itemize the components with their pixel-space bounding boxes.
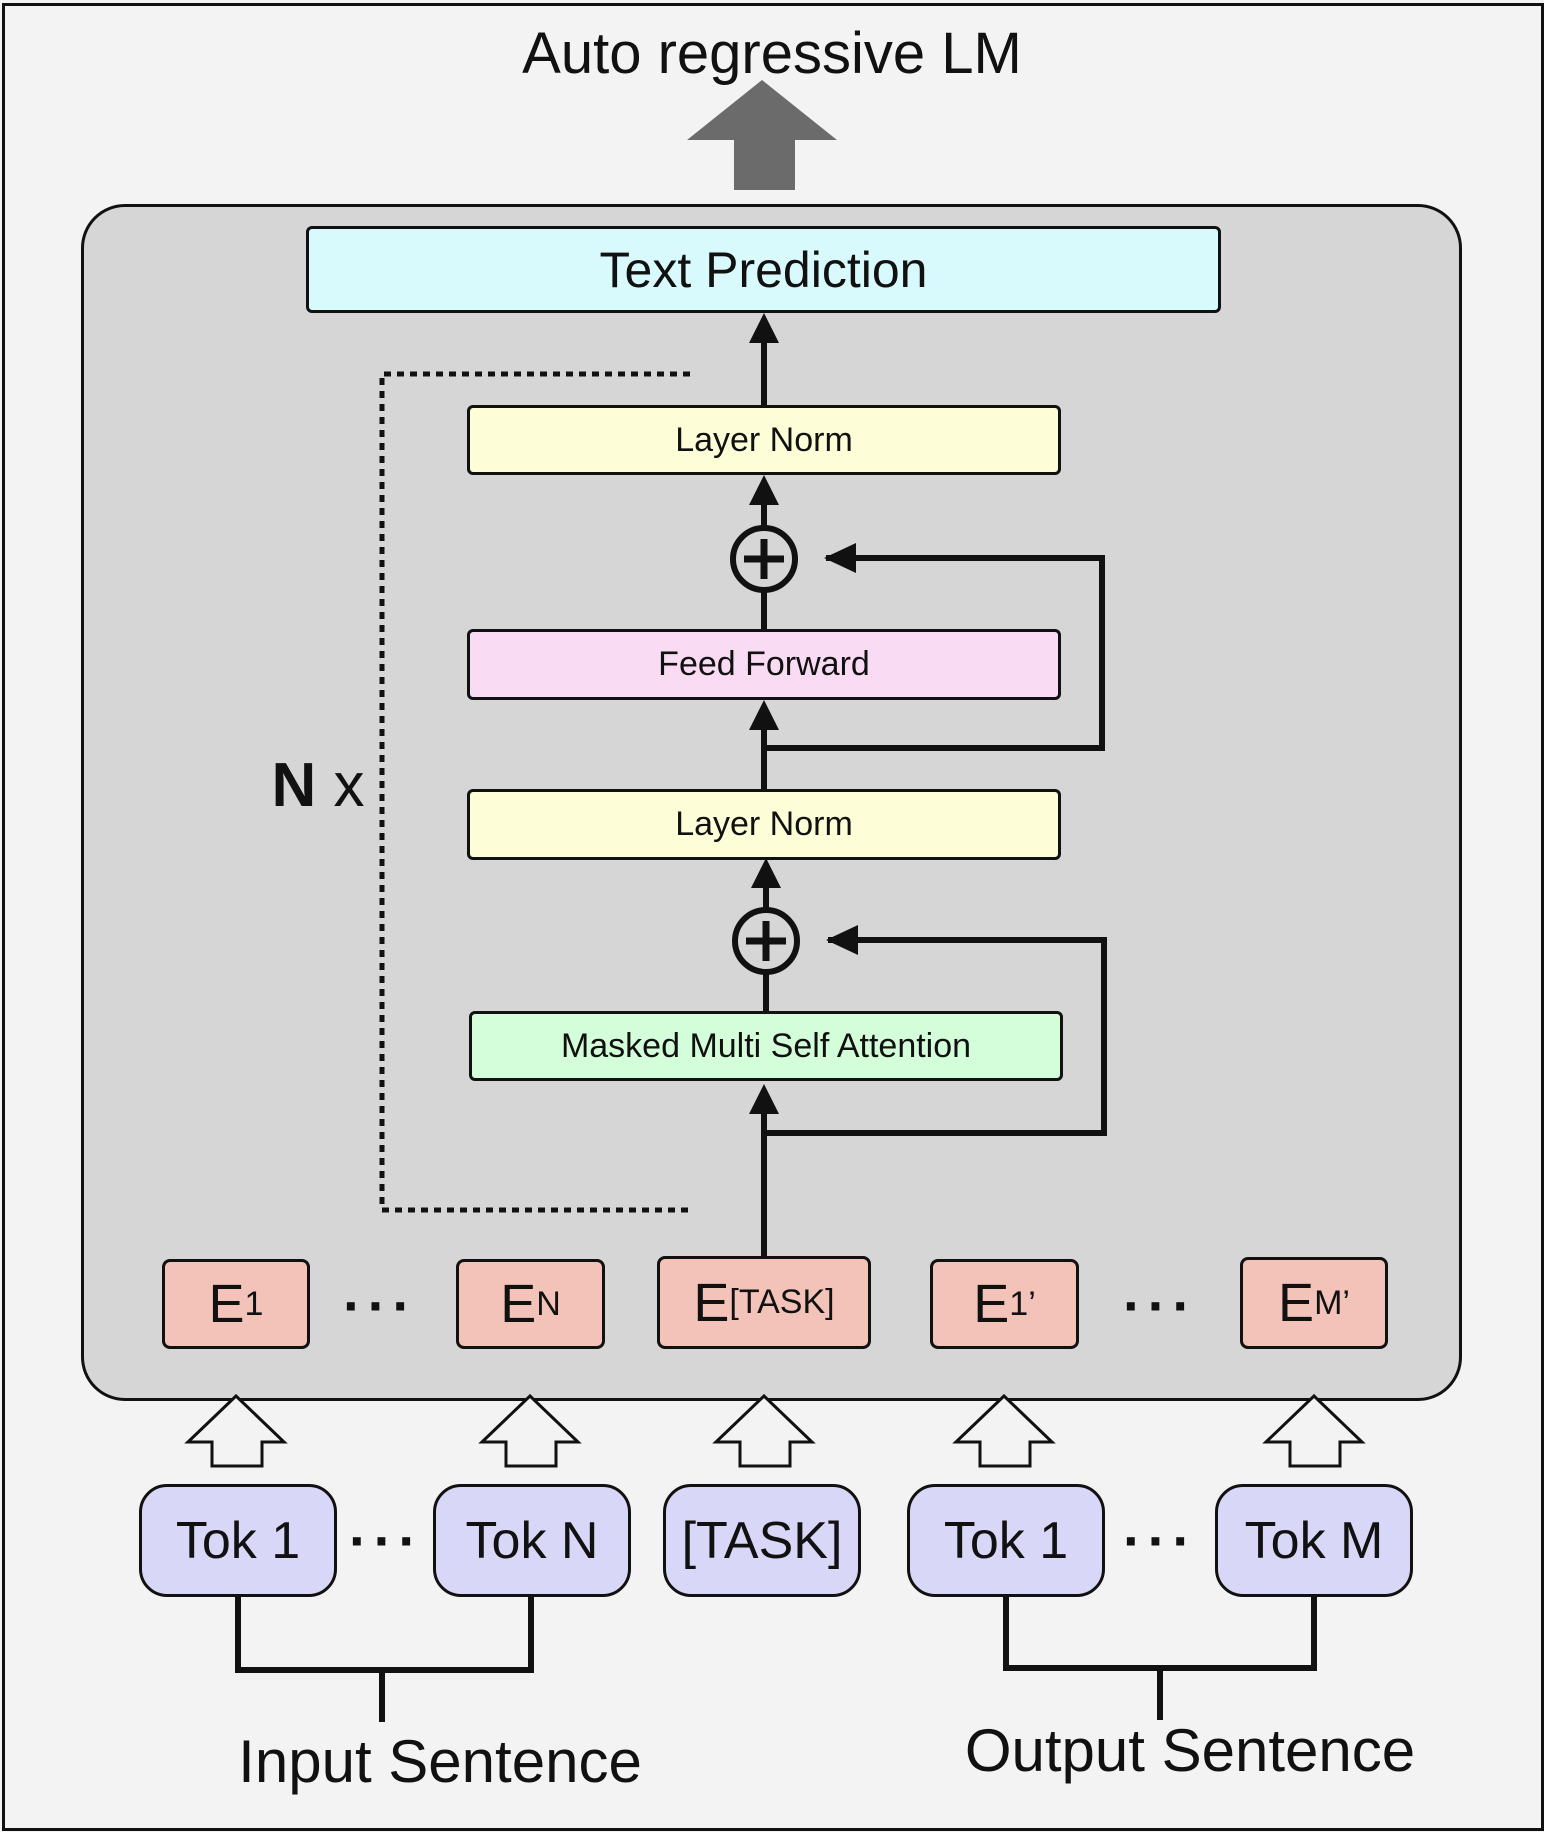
add-node-top-icon xyxy=(730,525,798,593)
output-sentence-label: Output Sentence xyxy=(964,1716,1416,1784)
layer-norm-bottom-block: Layer Norm xyxy=(467,789,1061,860)
token-arrow-3-icon xyxy=(712,1393,816,1468)
token-tok-1-output: Tok 1 xyxy=(907,1484,1105,1597)
token-ellipsis-input: ··· xyxy=(349,1508,423,1572)
token-tok-m: Tok M xyxy=(1215,1484,1413,1597)
layer-norm-top-block: Layer Norm xyxy=(467,405,1061,475)
output-sentence-bracket xyxy=(1003,1597,1317,1720)
diagram-title: Auto regressive LM xyxy=(522,20,1022,86)
token-arrow-5-icon xyxy=(1262,1393,1366,1468)
embedding-ellipsis-right: ··· xyxy=(1123,1273,1197,1337)
token-arrow-4-icon xyxy=(952,1393,1056,1468)
token-task: [TASK] xyxy=(663,1484,861,1597)
add-node-bottom-icon xyxy=(732,907,800,975)
repeat-times: x xyxy=(333,750,365,820)
masked-attention-block: Masked Multi Self Attention xyxy=(469,1011,1063,1081)
output-arrow-icon xyxy=(687,80,837,190)
embedding-task: E[TASK] xyxy=(657,1256,871,1349)
token-tok-n: Tok N xyxy=(433,1484,631,1597)
repeat-bracket xyxy=(379,371,690,1213)
input-sentence-bracket xyxy=(235,1597,534,1722)
token-arrow-1-icon xyxy=(184,1393,288,1468)
repeat-count: N xyxy=(271,750,317,820)
input-sentence-label: Input Sentence xyxy=(238,1727,642,1795)
feed-forward-block: Feed Forward xyxy=(467,629,1061,700)
repeat-label: N x xyxy=(258,745,378,825)
token-tok-1-input: Tok 1 xyxy=(139,1484,337,1597)
text-prediction-block: Text Prediction xyxy=(306,226,1221,313)
token-arrow-2-icon xyxy=(478,1393,582,1468)
token-ellipsis-output: ··· xyxy=(1123,1508,1197,1572)
embedding-ellipsis-left: ··· xyxy=(343,1273,417,1337)
